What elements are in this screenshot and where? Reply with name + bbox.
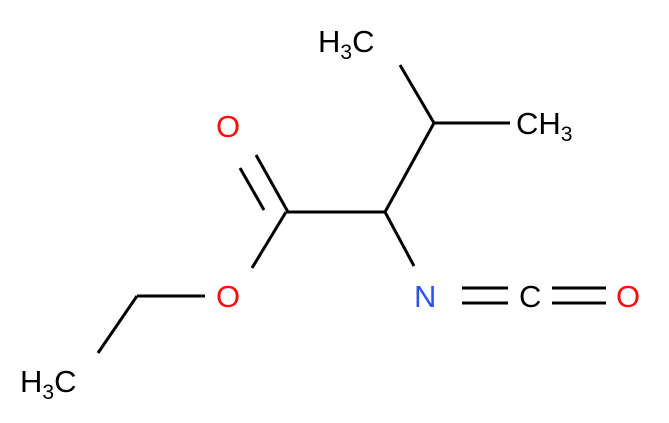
bond-alpha-c-n: [383, 211, 416, 267]
atom-methyl-top: H3C: [318, 24, 374, 64]
atom-isocyanate-oxygen: O: [616, 279, 640, 314]
bond-alpha-c-ch: [383, 122, 436, 213]
atom-methyl-ethyl: H3C: [20, 364, 76, 404]
atom-isocyanate-carbon: C: [519, 279, 541, 314]
bond-ch3-ch2: [96, 295, 139, 354]
bonds: [96, 64, 606, 354]
bond-ch-methyl-top: [398, 64, 436, 124]
atom-carbonyl-oxygen: O: [216, 109, 240, 144]
atom-methyl-right: CH3: [516, 106, 572, 146]
atom-ester-oxygen: O: [216, 279, 240, 314]
atom-labels: H3C CH3 H3C O O N C O: [20, 24, 640, 404]
bond-carbonyl-double-1: [254, 154, 290, 213]
bond-ester-o-carbonyl-c: [250, 211, 288, 269]
atom-isocyanate-nitrogen: N: [414, 279, 436, 314]
bond-carbonyl-double-2: [238, 167, 266, 211]
